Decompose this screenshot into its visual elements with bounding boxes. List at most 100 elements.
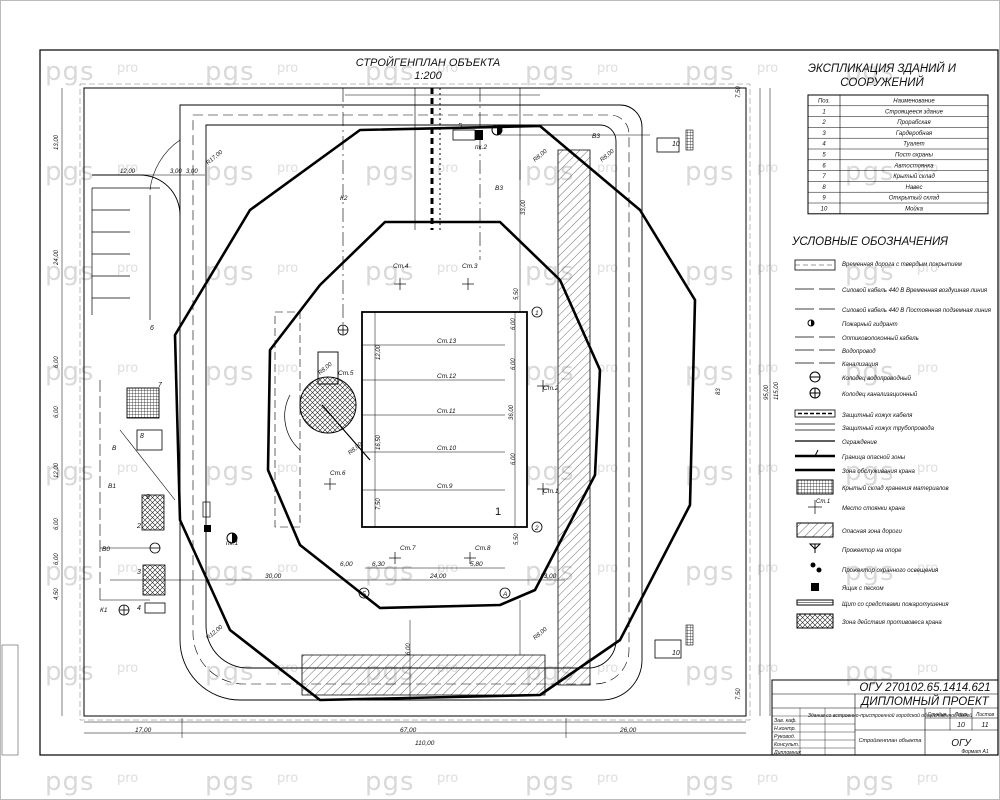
dim-bottom: 26,00 [619, 727, 637, 734]
watermark-text: pgs [685, 657, 735, 687]
legend-item: Колодец водопроводный [809, 371, 912, 383]
stamp-role: Дипломник [773, 750, 801, 756]
watermark-sub-text: pro [757, 161, 778, 176]
watermark-text: pgs [845, 257, 895, 287]
watermark-sub-text: pro [277, 461, 298, 476]
dim-left: 6,00 [54, 553, 60, 565]
watermark-sub-text: pro [917, 61, 938, 76]
watermark-sub-text: pro [117, 661, 138, 676]
dim-right: 83 [716, 388, 722, 395]
watermark-sub-text: pro [757, 771, 778, 786]
watermark-text: pgs [45, 357, 95, 387]
watermark-text: pgs [525, 57, 575, 87]
legend-item: Временная дорога с твердым покрытием [794, 259, 962, 271]
dim-inner: 30,00 [265, 573, 282, 580]
legend-item: Прожектор на опоре [808, 543, 902, 554]
position-label: 10 [672, 141, 680, 148]
watermark-sub-text: pro [597, 561, 618, 576]
stamp-role: Зав. каф. [774, 718, 797, 724]
dimension-lines [61, 88, 771, 738]
stamp-role: Консульт. [774, 742, 799, 748]
legend-item: Пожарный гидрант [807, 319, 898, 328]
watermark-sub-text: pro [597, 161, 618, 176]
building-pos-label: 1 [495, 506, 501, 518]
axis-label: 2 [534, 525, 539, 532]
watermark-sub-text: pro [437, 161, 458, 176]
watermark-sub-text: pro [597, 661, 618, 676]
watermark-text: pgs [685, 257, 735, 287]
wash-bottom [654, 639, 682, 659]
crane-body [317, 351, 339, 385]
dim-building: 12,00 [376, 344, 382, 360]
dim-top: 12,00 [120, 169, 136, 175]
watermark-sub-text: pro [277, 561, 298, 576]
legend-label: Силовой кабель 440 В Временная воздушная… [842, 287, 988, 294]
network-label: В [112, 445, 117, 452]
legend-item: Защитный кожух кабеля [794, 409, 913, 419]
legend-label: Защитный кожух кабеля [842, 412, 913, 419]
dim-inner: 13,00 [540, 573, 557, 580]
crane-boom [321, 404, 371, 461]
dim-building: 6,00 [406, 643, 412, 655]
drawing-frame [39, 49, 999, 756]
watermark-text: pgs [205, 357, 255, 387]
legend-item: Оптиковолоконный кабель [795, 334, 919, 342]
sheet-name: Стройгенплан объекта [859, 737, 922, 744]
hydrant-icon [226, 124, 503, 544]
network-label: В3 [495, 185, 503, 192]
dim-right: 115,00 [774, 381, 780, 400]
watermark-sub-text: pro [597, 771, 618, 786]
legend-label: Силовой кабель 440 В Постоянная подземна… [842, 307, 992, 314]
crane-stop-label: Ст.11 [437, 408, 456, 415]
watermark-text: pgs [845, 57, 895, 87]
legend-item: Опасная зона дороги [796, 522, 902, 538]
crane-stop-label: Ст.12 [437, 373, 456, 380]
foreman-office [141, 494, 165, 531]
watermark-sub-text: pro [757, 261, 778, 276]
watermark-text: pgs [45, 257, 95, 287]
danger-zone-border [173, 124, 697, 702]
crane-stop-label: Ст.7 [400, 545, 416, 552]
dim-inner: 6,30 [372, 561, 385, 568]
network-label: К1 [100, 607, 108, 614]
watermark-sub-text: pro [117, 161, 138, 176]
watermark-sub-text: pro [117, 261, 138, 276]
watermark-text: pgs [365, 557, 415, 587]
legend-label: Граница опасной зоны [842, 454, 906, 461]
hydrant-label: пк.1 [226, 540, 238, 547]
crane-stop-sample: Ст.1 [816, 499, 830, 505]
explication-row-name: Крытый склад [893, 173, 935, 180]
crane-stop-label: Ст.10 [437, 445, 456, 452]
doc-code: ОГУ 270102.65.1414.621 [859, 682, 990, 694]
dim-building: 6,00 [511, 318, 517, 330]
entry-road-curve [149, 139, 181, 191]
watermark-text: pgs [685, 157, 735, 187]
axis-label: А [502, 591, 507, 598]
watermark-sub-text: pro [117, 361, 138, 376]
position-label: 6 [150, 325, 154, 332]
watermark-text: pgs [45, 657, 95, 687]
radius-label: R8,00 [317, 361, 334, 376]
canopy [136, 429, 163, 451]
dim-top: 33,00 [521, 199, 527, 215]
explication-row-name: Мойка [905, 206, 924, 213]
legend-item: Прожектор охранного освещения [810, 562, 939, 574]
position-label: 8 [140, 433, 144, 440]
watermark-text: pgs [685, 57, 735, 87]
legend-item: Водопровод [795, 347, 876, 355]
legend-item: Защитный кожух трубопровода [795, 423, 935, 432]
axis-label: 1 [535, 310, 539, 317]
watermark-text: pgs [205, 157, 255, 187]
dim-building: 7,50 [376, 498, 382, 510]
wash-top [656, 137, 680, 153]
explication-row-name: Прорабская [897, 120, 931, 126]
crane-stop-label: Ст.8 [475, 545, 491, 552]
legend-label: Защитный кожух трубопровода [842, 425, 935, 432]
legend-item: Зона действия противовеса крана [796, 613, 942, 629]
dim-left: 13,00 [54, 134, 60, 150]
crane-stop-marks [324, 278, 549, 564]
dim-right: 95,00 [764, 384, 770, 400]
watermark-text: pgs [845, 357, 895, 387]
network-label: В1 [108, 483, 116, 490]
